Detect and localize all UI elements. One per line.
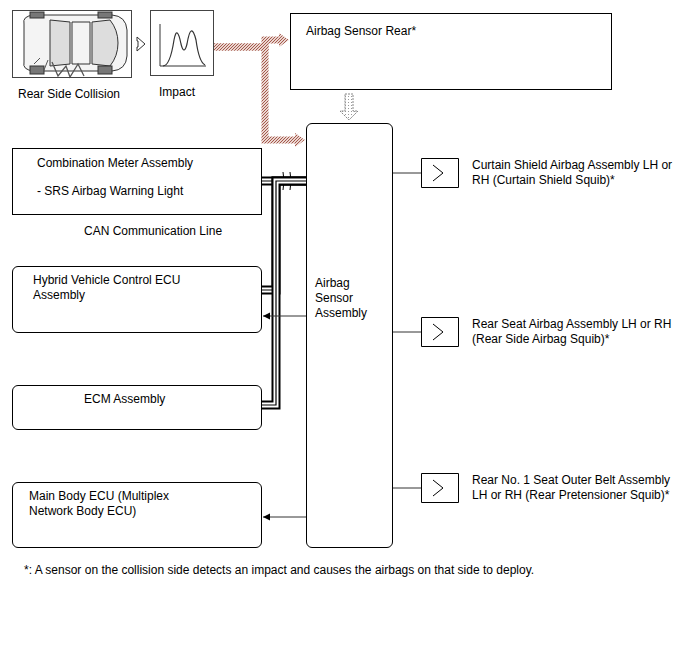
connector xyxy=(262,181,306,405)
squib-outline xyxy=(422,474,459,503)
signal-line xyxy=(393,332,421,333)
node-title: Impact xyxy=(159,85,219,100)
text-wrap: Curtain Shield Airbag Assembly LH or RH … xyxy=(472,158,677,188)
can-bus xyxy=(262,181,306,290)
block-arrow xyxy=(340,94,358,120)
node-title: Rear Seat Airbag Assembly LH or RH (Rear… xyxy=(472,317,677,347)
signal-line xyxy=(263,517,306,518)
text-wrap: Hybrid Vehicle Control ECU Assembly xyxy=(33,273,228,303)
squib-connector: Rear Seat Airbag Assembly LH or RH (Rear… xyxy=(421,317,459,347)
node-title: Airbag Sensor Rear* xyxy=(306,24,596,39)
ecu-box: Hybrid Vehicle Control ECU Assembly xyxy=(12,266,262,333)
ecu-box: Main Body ECU (Multiplex Network Body EC… xyxy=(12,482,262,548)
can-bus xyxy=(262,181,306,290)
text-wrap: Airbag Sensor Assembly xyxy=(315,276,391,321)
text-wrap: Rear Seat Airbag Assembly LH or RH (Rear… xyxy=(472,317,677,347)
impact-path xyxy=(214,47,295,140)
connector xyxy=(393,488,421,489)
squib-symbol xyxy=(421,473,459,503)
node-title: ECM Assembly xyxy=(84,392,254,407)
connector xyxy=(262,181,306,290)
text-wrap: *: A sensor on the collision side detect… xyxy=(24,563,664,578)
squib-connector: Curtain Shield Airbag Assembly LH or RH … xyxy=(421,158,459,188)
text-wrap: ECM Assembly xyxy=(84,392,254,407)
node-title: Main Body ECU (Multiplex Network Body EC… xyxy=(29,489,204,519)
impact-arrowhead xyxy=(295,133,305,147)
text-wrap: Rear Side Collision xyxy=(18,87,148,102)
connector xyxy=(263,316,306,317)
connector xyxy=(137,37,145,51)
signal-line xyxy=(393,488,421,489)
car-illustration xyxy=(24,12,127,77)
illustration-box: Rear Side Collision xyxy=(12,10,132,78)
impact-arrowhead xyxy=(279,33,289,47)
node-body: - SRS Airbag Warning Light xyxy=(37,184,259,199)
sensor-box: Airbag Sensor Rear* xyxy=(290,13,612,90)
text-wrap: Rear No. 1 Seat Outer Belt Assembly LH o… xyxy=(472,473,677,503)
node-title: Combination Meter Assembly xyxy=(37,156,259,171)
block-arrow xyxy=(137,37,145,51)
text-wrap: Main Body ECU (Multiplex Network Body EC… xyxy=(29,489,204,519)
text-wrap: Airbag Sensor Rear* xyxy=(306,24,596,39)
node-title: Airbag Sensor Assembly xyxy=(315,276,391,321)
text-wrap: Combination Meter Assembly xyxy=(37,156,259,171)
sensor-assembly-box: Airbag Sensor Assembly xyxy=(306,123,393,548)
connector xyxy=(263,517,306,518)
can-bus xyxy=(262,181,306,405)
connector xyxy=(393,173,421,174)
footnote: *: A sensor on the collision side detect… xyxy=(24,563,664,578)
impact-graph xyxy=(160,24,206,66)
text-wrap: Impact xyxy=(159,85,219,100)
squib-symbol xyxy=(421,317,459,347)
squib-outline xyxy=(422,159,459,188)
node-title: Curtain Shield Airbag Assembly LH or RH … xyxy=(472,158,677,188)
bus-label: CAN Communication Line xyxy=(84,224,304,239)
node-title: Rear No. 1 Seat Outer Belt Assembly LH o… xyxy=(472,473,677,503)
can-bus xyxy=(262,181,306,405)
squib-outline xyxy=(422,318,459,347)
node-title: Rear Side Collision xyxy=(18,87,148,102)
connector xyxy=(340,94,358,120)
component-box: Combination Meter Assembly - SRS Airbag W… xyxy=(12,148,262,215)
can-bus xyxy=(262,181,306,405)
text-wrap: CAN Communication Line xyxy=(84,224,304,239)
signal-line xyxy=(393,173,421,174)
text-wrap: - SRS Airbag Warning Light xyxy=(37,184,259,199)
connector xyxy=(393,332,421,333)
connector xyxy=(214,47,305,147)
squib-connector: Rear No. 1 Seat Outer Belt Assembly LH o… xyxy=(421,473,459,503)
ecu-box: ECM Assembly xyxy=(12,385,262,430)
can-bus xyxy=(262,181,306,290)
signal-line xyxy=(263,316,306,317)
node-title: Hybrid Vehicle Control ECU Assembly xyxy=(33,273,228,303)
illustration-box: Impact xyxy=(150,10,214,76)
squib-symbol xyxy=(421,158,459,188)
